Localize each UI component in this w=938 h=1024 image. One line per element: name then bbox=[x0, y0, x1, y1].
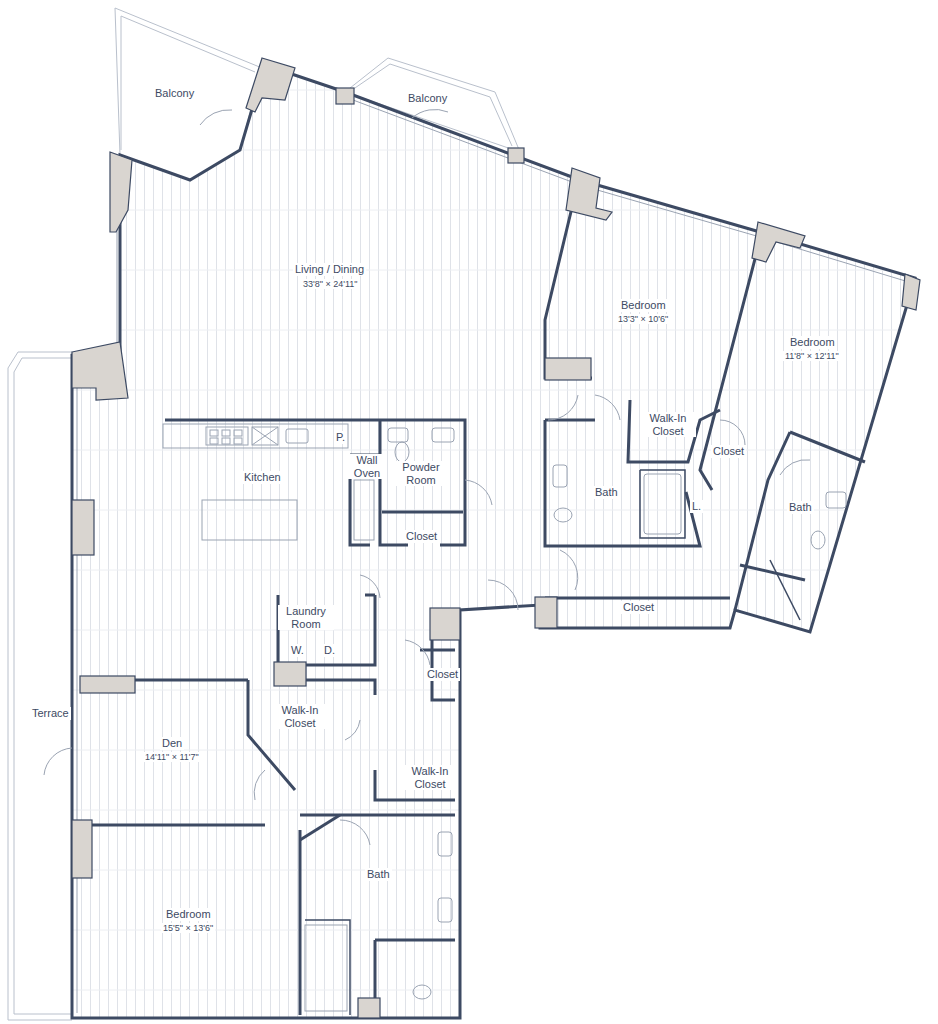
room-label: Balcony bbox=[153, 87, 196, 100]
room-label: Walk-In Closet bbox=[272, 704, 328, 729]
room-label: Balcony bbox=[406, 92, 449, 105]
room-label: 11'8" × 12'11" bbox=[783, 351, 841, 361]
room-label: Closet bbox=[711, 445, 746, 458]
room-label: Closet bbox=[621, 601, 656, 614]
room-label: Walk-In Closet bbox=[402, 765, 458, 790]
room-label: 14'11" × 11'7" bbox=[143, 752, 201, 762]
structural-column bbox=[72, 58, 920, 1018]
room-label: Wall Oven bbox=[348, 454, 386, 479]
interior-walls bbox=[80, 195, 865, 1015]
room-label: Bath bbox=[787, 501, 814, 514]
room-label: Bedroom bbox=[619, 299, 668, 312]
room-label: Powder Room bbox=[394, 461, 448, 486]
room-label: L. bbox=[690, 500, 703, 513]
room-label: Terrace bbox=[30, 707, 71, 720]
room-label: P. bbox=[334, 431, 347, 444]
room-label: 15'5" × 13'6" bbox=[161, 923, 215, 933]
door-swing bbox=[44, 109, 810, 845]
room-label: Bedroom bbox=[788, 336, 837, 349]
room-label: Bedroom bbox=[164, 908, 213, 921]
room-label: W. bbox=[289, 644, 306, 657]
room-label: Laundry Room bbox=[278, 605, 334, 630]
room-label: Bath bbox=[365, 868, 392, 881]
exterior-wall bbox=[72, 65, 915, 1018]
room-label: Living / Dining bbox=[293, 263, 366, 276]
interior-walls-thin bbox=[305, 470, 800, 1015]
room-label: Closet bbox=[404, 530, 439, 543]
room-label: Kitchen bbox=[242, 471, 283, 484]
room-label: Walk-In Closet bbox=[640, 412, 696, 437]
window-lines bbox=[77, 97, 912, 1013]
bath-fixtures bbox=[305, 428, 846, 1011]
terrace-railing bbox=[8, 352, 72, 1020]
room-label: Den bbox=[160, 737, 184, 750]
room-label: D. bbox=[322, 644, 337, 657]
kitchen-fixtures bbox=[163, 424, 374, 540]
room-label: 33'8" × 24'11" bbox=[301, 279, 359, 289]
room-label: Bath bbox=[593, 486, 620, 499]
room-label: 13'3" × 10'6" bbox=[616, 314, 670, 324]
room-label: Closet bbox=[425, 668, 460, 681]
